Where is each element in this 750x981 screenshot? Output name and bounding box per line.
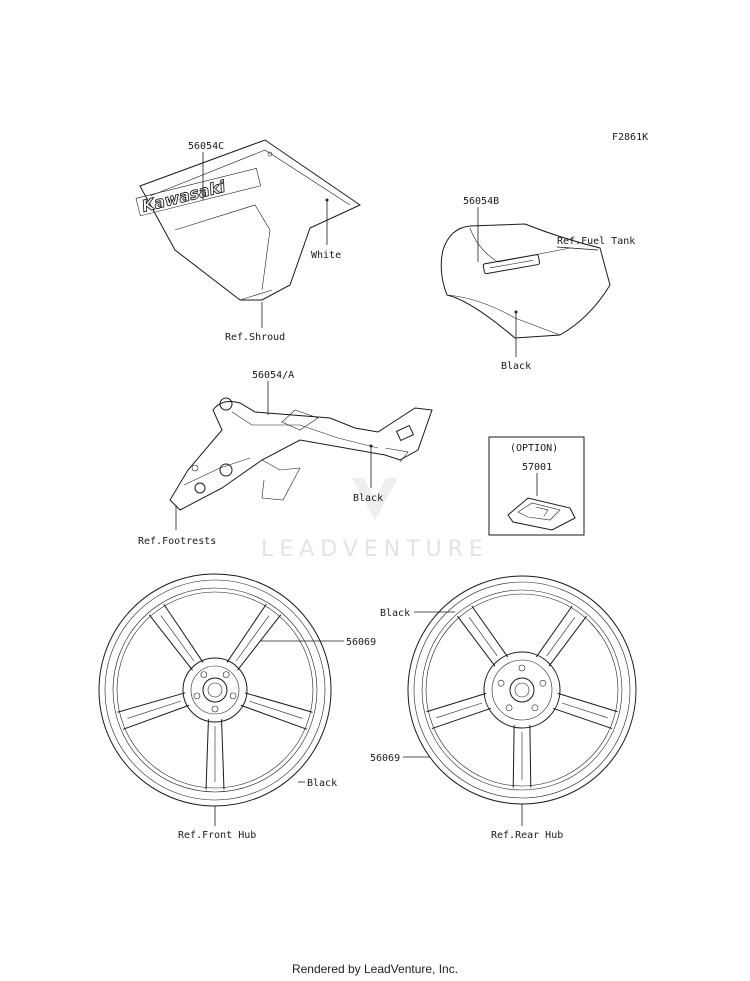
frame-decal-drawing (169, 397, 433, 511)
hub-bolt-icon (200, 671, 208, 678)
hub-bolt-icon (505, 704, 513, 712)
wheel-spoke-edge (457, 615, 496, 667)
callout-front-black: Black (307, 778, 337, 789)
fuel-tank-decal-drawing (440, 223, 611, 339)
wheel-spoke-edge (237, 614, 282, 671)
wheel-spoke-edge (529, 725, 532, 788)
wheel-spoke-edge (117, 692, 186, 713)
watermark-logo-icon (352, 478, 398, 520)
hub-bolt-icon (229, 692, 237, 700)
hub-bolt-icon (539, 679, 547, 687)
front-wheel-drawing (98, 573, 332, 807)
wheel-spoke-center (468, 617, 498, 657)
callout-ref-shroud: Ref.Shroud (225, 332, 285, 343)
option-clip-part-icon (507, 497, 576, 531)
wheel-spoke-edge (548, 615, 587, 667)
wheel-spoke-center (436, 702, 483, 719)
wheel-spoke-edge (163, 603, 204, 663)
wheel-spoke-edge (221, 719, 225, 790)
callout-tank-black: Black (501, 361, 531, 372)
callout-front-56069: 56069 (346, 637, 376, 648)
hub-bolt-icon (193, 692, 201, 700)
wheel-spoke-center (561, 702, 608, 719)
wheel-spoke-edge (148, 614, 193, 671)
hub-bolt-icon (518, 664, 526, 672)
watermark-text: LEADVENTURE (261, 537, 489, 562)
callout-rear-56069: 56069 (370, 753, 400, 764)
wheel-spoke-edge (426, 692, 487, 713)
callout-ref-rear-hub: Ref.Rear Hub (491, 830, 563, 841)
wheel-spoke-edge (205, 719, 209, 790)
hub-bolt-icon (531, 704, 539, 712)
hub-bolt-icon (497, 679, 505, 687)
wheel-spoke-edge (512, 725, 515, 788)
wheel-spoke-edge (557, 692, 618, 713)
wheel-spoke-center (235, 615, 270, 662)
callout-frame-black: Black (353, 493, 383, 504)
rear-wheel-drawing (407, 575, 637, 805)
callout-shroud-white: White (311, 250, 341, 261)
wheel-spoke-center (160, 615, 195, 662)
leader-line (556, 246, 599, 251)
callout-56054c: 56054C (188, 141, 224, 152)
wheel-spoke-edge (240, 704, 308, 730)
wheel-spoke-center (249, 700, 303, 719)
hub-bolt-icon (222, 671, 230, 678)
wheel-spoke-edge (552, 707, 613, 730)
hub-bolt-icon (211, 705, 219, 713)
wheel-spoke-edge (471, 605, 509, 658)
wheel-spoke-edge (244, 692, 313, 713)
callout-rear-black: Black (380, 608, 410, 619)
callout-ref-fuel-tank: Ref.Fuel Tank (557, 236, 635, 247)
callout-57001: 57001 (522, 462, 552, 473)
option-label: (OPTION) (510, 443, 558, 454)
wheel-spoke-edge (431, 707, 492, 730)
callout-56054b: 56054B (463, 196, 499, 207)
shroud-decal-drawing: Kawasaki (135, 139, 362, 301)
footer-credit: Rendered by LeadVenture, Inc. (291, 962, 459, 976)
wheel-spoke-center (546, 617, 576, 657)
figure-code: F2861K (612, 132, 648, 143)
callout-ref-front-hub: Ref.Front Hub (178, 830, 256, 841)
callout-56054a: 56054/A (252, 370, 294, 381)
wheel-spoke-edge (535, 605, 573, 658)
wheel-spoke-edge (122, 704, 190, 730)
wheel-spoke-center (127, 700, 181, 719)
callout-ref-footrests: Ref.Footrests (138, 536, 216, 547)
wheel-spoke-edge (226, 603, 267, 663)
option-box (488, 436, 585, 536)
